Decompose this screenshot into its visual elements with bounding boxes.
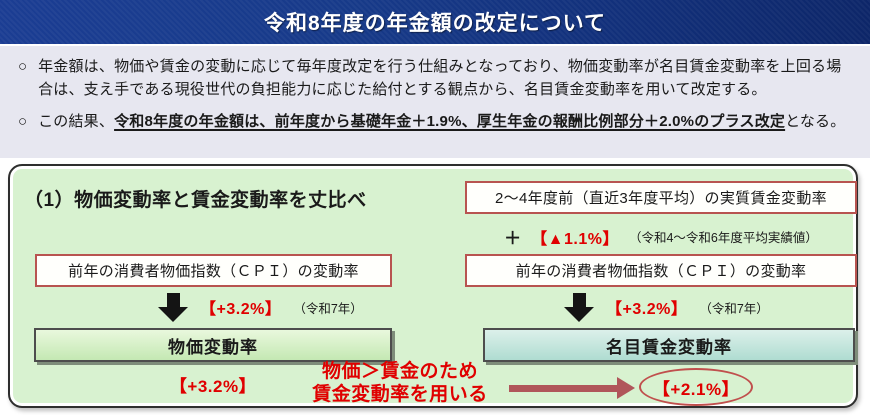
real-wage-value-row: ＋ 【▲1.1%】 （令和4～令和6年度平均実績値） <box>465 224 857 249</box>
right-arrow-icon <box>509 377 635 399</box>
bullet-item-1: ○ 年金額は、物価や賃金の変動に応じて毎年度改定を行う仕組みとなっており、物価変… <box>12 55 856 101</box>
down-arrow-icon <box>158 292 188 322</box>
bullet-item-2: ○ この結果、令和8年度の年金額は、前年度から基礎年金＋1.9%、厚生年金の報酬… <box>12 110 856 133</box>
left-arrow-note: （令和7年） <box>293 301 363 316</box>
real-wage-value: 【▲1.1%】 <box>531 230 619 248</box>
left-arrow-value: 【+3.2%】 <box>200 301 282 318</box>
conclusion-note: 物価＞賃金のため 賃金変動率を用いる <box>280 360 520 406</box>
left-arrow-row: 【+3.2%】 （令和7年） <box>158 290 363 324</box>
conclusion-line-1: 物価＞賃金のため <box>321 361 478 382</box>
real-wage-change-box: 2～4年度前（直近3年度平均）の実質賃金変動率 <box>465 181 857 214</box>
final-revision-value-circled: 【+2.1%】 <box>639 368 753 406</box>
real-wage-note: （令和4～令和6年度平均実績値） <box>628 231 818 245</box>
right-arrow-row: 【+3.2%】 （令和7年） <box>564 290 769 324</box>
right-cpi-box: 前年の消費者物価指数（ＣＰＩ）の変動率 <box>465 254 857 287</box>
intro-section: ○ 年金額は、物価や賃金の変動に応じて毎年度改定を行う仕組みとなっており、物価変… <box>0 46 870 158</box>
bullet-text-2: この結果、令和8年度の年金額は、前年度から基礎年金＋1.9%、厚生年金の報酬比例… <box>38 110 845 133</box>
comparison-diagram-panel: （1）物価変動率と賃金変動率を丈比べ 2～4年度前（直近3年度平均）の実質賃金変… <box>8 164 858 408</box>
bullet2-prefix: この結果、 <box>38 113 115 130</box>
page-title-banner: 令和8年度の年金額の改定について <box>0 0 870 46</box>
left-cpi-box: 前年の消費者物価指数（ＣＰＩ）の変動率 <box>35 254 392 287</box>
conclusion-line-2: 賃金変動率を用いる <box>312 384 488 405</box>
price-change-result-value: 【+3.2%】 <box>169 377 257 396</box>
nominal-wage-change-rate-box: 名目賃金変動率 <box>483 328 855 362</box>
right-arrow-note: （令和7年） <box>699 301 769 316</box>
down-arrow-icon <box>564 292 594 322</box>
bullet2-emphasized-result: 令和8年度の年金額は、前年度から基礎年金＋1.9%、厚生年金の報酬比例部分＋2.… <box>114 113 786 130</box>
right-arrow-value: 【+3.2%】 <box>606 301 688 318</box>
bullet-text-1: 年金額は、物価や賃金の変動に応じて毎年度改定を行う仕組みとなっており、物価変動率… <box>38 58 842 98</box>
page-title: 令和8年度の年金額の改定について <box>263 12 607 35</box>
bullet2-suffix: となる。 <box>785 113 846 130</box>
bullet-circle-icon: ○ <box>18 58 28 75</box>
bullet-circle-icon: ○ <box>18 113 28 130</box>
price-change-rate-box: 物価変動率 <box>34 328 392 362</box>
plus-sign: ＋ <box>504 229 522 248</box>
diagram-title: （1）物価変動率と賃金変動率を丈比べ <box>24 190 367 211</box>
